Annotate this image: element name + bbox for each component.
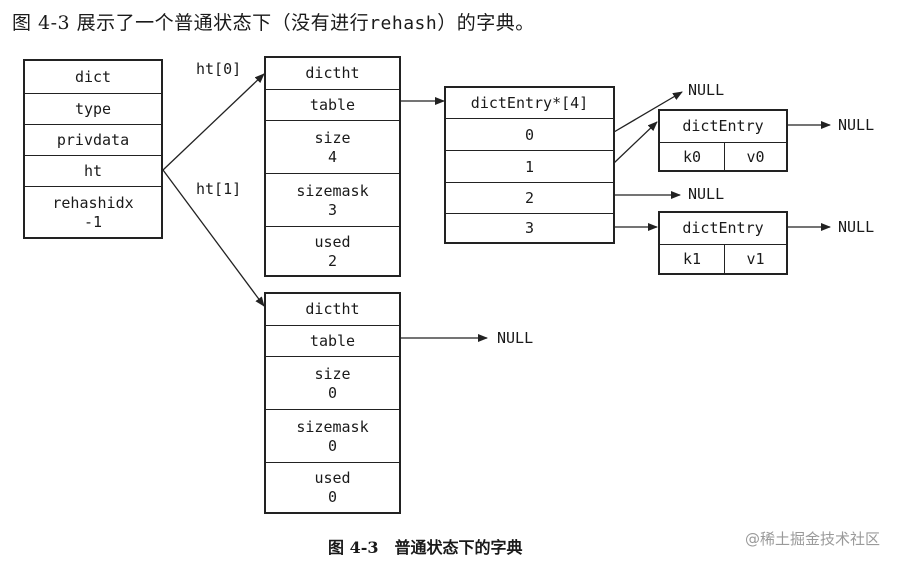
figure-caption-bottom: 图 4-3 普通状态下的字典 bbox=[328, 538, 523, 557]
ht1-size-label: size bbox=[314, 364, 351, 383]
dict-ht: ht bbox=[83, 162, 103, 180]
ht0-label: ht[0] bbox=[196, 60, 242, 78]
ht1-dictht: dictht table size 0 sizemask 0 used 0 bbox=[264, 292, 401, 514]
rehashidx-value: -1 bbox=[83, 212, 103, 231]
ht0-title-cell: dictht bbox=[266, 58, 399, 89]
dict-rehashidx-cell: rehashidx -1 bbox=[25, 186, 161, 238]
ht1-table-cell: table bbox=[266, 325, 399, 357]
ht1-used-label: used bbox=[314, 469, 351, 487]
ht1-title-cell: dictht bbox=[266, 294, 399, 325]
table-array-title-cell: dictEntry*[4] bbox=[446, 88, 613, 118]
dict-ht-cell: ht bbox=[25, 155, 161, 187]
ht0-used-value: 2 bbox=[327, 251, 338, 270]
ht1-table: table bbox=[309, 332, 356, 350]
caption-code: rehash bbox=[369, 13, 438, 34]
arrow-slot0 bbox=[613, 91, 683, 133]
ht0-used-cell: used 2 bbox=[266, 226, 399, 276]
figure-caption-top: 图 4-3 展示了一个普通状态下（没有进行rehash）的字典。 bbox=[12, 8, 535, 35]
table-array-title: dictEntry*[4] bbox=[470, 93, 589, 112]
ht0-dictht: dictht table size 4 sizemask 3 used 2 bbox=[264, 56, 401, 277]
ht0-used-label: used bbox=[314, 232, 351, 251]
entry-a-next-null: NULL bbox=[838, 116, 875, 134]
dict-privdata-cell: privdata bbox=[25, 124, 161, 156]
ht0-sizemask-cell: sizemask 3 bbox=[266, 173, 399, 227]
ht0-sizemask-value: 3 bbox=[327, 200, 338, 219]
rehashidx-label: rehashidx bbox=[52, 193, 134, 212]
slot0-null: NULL bbox=[688, 81, 725, 99]
slot-0-index: 0 bbox=[524, 125, 535, 144]
ht0-sizemask-label: sizemask bbox=[296, 181, 369, 200]
dict-entry-k0: dictEntry k0 v0 bbox=[658, 109, 788, 172]
entry-a-value-cell: v0 bbox=[724, 142, 786, 171]
dict-type-cell: type bbox=[25, 93, 161, 125]
ht1-size-value: 0 bbox=[327, 383, 338, 402]
ht1-table-null: NULL bbox=[497, 329, 534, 347]
ht0-size-label: size bbox=[314, 128, 351, 147]
slot-1-index: 1 bbox=[524, 157, 535, 176]
entry-a-title-cell: dictEntry bbox=[660, 111, 786, 142]
entry-b-title: dictEntry bbox=[682, 219, 764, 237]
watermark: @稀土掘金技术社区 bbox=[745, 530, 881, 548]
table-slot-1: 1 bbox=[446, 150, 613, 183]
ht0-table: table bbox=[309, 96, 356, 114]
slot-2-index: 2 bbox=[524, 189, 535, 207]
arrow-slot1 bbox=[613, 121, 658, 164]
arrow-ht1 bbox=[162, 169, 265, 307]
table-array: dictEntry*[4] 0 1 2 3 bbox=[444, 86, 615, 244]
dict-privdata: privdata bbox=[56, 131, 130, 149]
entry-b-key-cell: k1 bbox=[660, 244, 724, 274]
caption-text: 图 4-3 展示了一个普通状态下（没有进行 bbox=[12, 12, 370, 34]
caption-text-end: ）的字典。 bbox=[437, 12, 535, 34]
dict-title-cell: dict bbox=[25, 61, 161, 93]
slot2-null: NULL bbox=[688, 185, 725, 203]
ht1-title: dictht bbox=[305, 300, 360, 318]
ht1-used-value: 0 bbox=[327, 488, 338, 506]
entry-a-key-cell: k0 bbox=[660, 142, 724, 171]
entry-b-key: k1 bbox=[682, 250, 702, 268]
entry-b-value-cell: v1 bbox=[724, 244, 786, 274]
table-slot-2: 2 bbox=[446, 182, 613, 214]
entry-a-key: k0 bbox=[682, 147, 702, 166]
entry-b-next-null: NULL bbox=[838, 218, 875, 236]
ht0-size-cell: size 4 bbox=[266, 120, 399, 174]
ht1-size-cell: size 0 bbox=[266, 356, 399, 410]
entry-a-value: v0 bbox=[746, 147, 765, 166]
ht0-table-cell: table bbox=[266, 89, 399, 121]
ht1-used-cell: used 0 bbox=[266, 462, 399, 513]
ht0-size-value: 4 bbox=[327, 147, 338, 166]
ht1-sizemask-value: 0 bbox=[327, 436, 338, 455]
ht0-title: dictht bbox=[305, 64, 360, 82]
ht1-label: ht[1] bbox=[196, 180, 242, 198]
entry-b-title-cell: dictEntry bbox=[660, 213, 786, 244]
entry-b-value: v1 bbox=[746, 250, 765, 268]
slot-3-index: 3 bbox=[524, 219, 535, 237]
dict-struct: dict type privdata ht rehashidx -1 bbox=[23, 59, 163, 239]
dict-title: dict bbox=[74, 67, 112, 86]
table-slot-0: 0 bbox=[446, 118, 613, 151]
entry-a-title: dictEntry bbox=[682, 117, 764, 135]
dict-type: type bbox=[74, 100, 112, 118]
dict-entry-k1: dictEntry k1 v1 bbox=[658, 211, 788, 275]
ht1-sizemask-cell: sizemask 0 bbox=[266, 409, 399, 463]
table-slot-3: 3 bbox=[446, 213, 613, 243]
arrow-ht0 bbox=[162, 73, 265, 171]
ht1-sizemask-label: sizemask bbox=[296, 417, 369, 436]
